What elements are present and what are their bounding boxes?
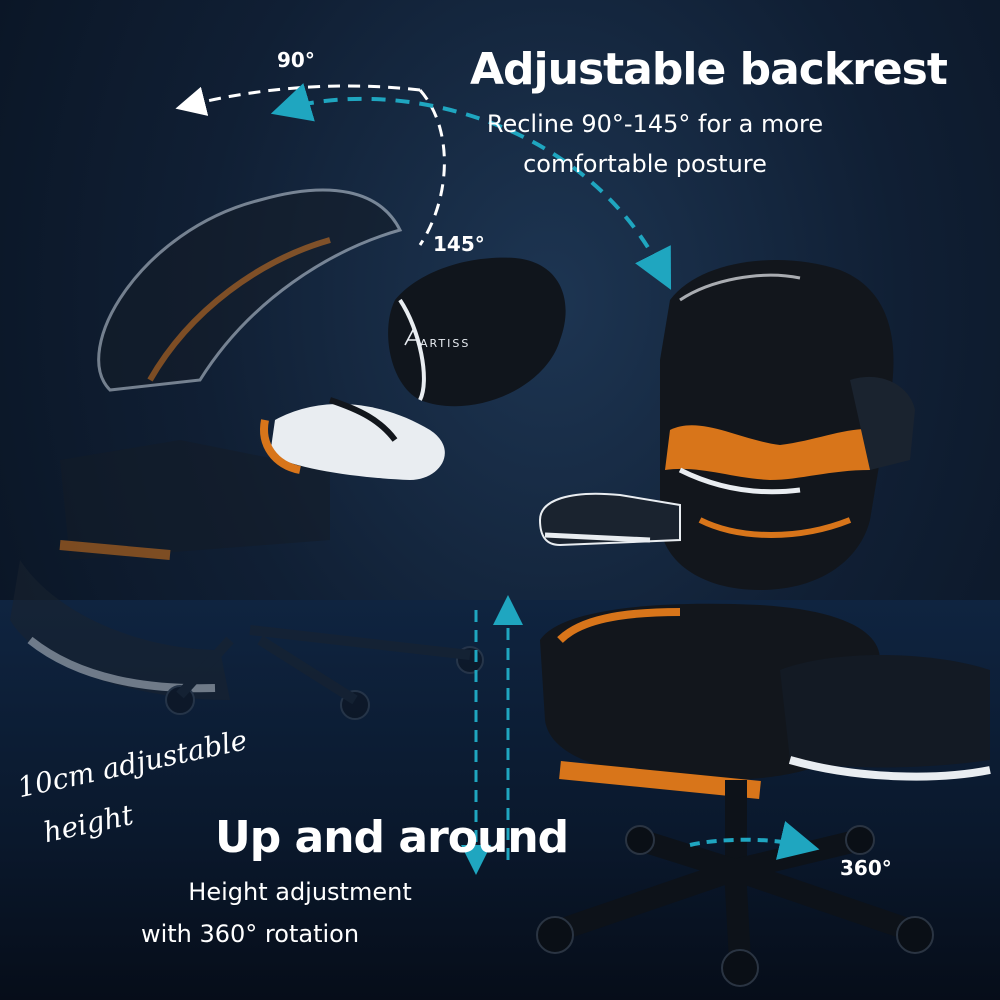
brand-logo-text: ARTISS [420,337,471,350]
rotation-arrow [689,820,820,860]
backrest [260,257,566,480]
gaming-chair [536,260,991,987]
recline-end-angle: 145° [433,232,485,256]
height-description-line1: Height adjustment [188,878,412,906]
rotation-angle: 360° [840,856,892,880]
backrest-heading: Adjustable backrest [470,44,948,95]
recline-arc-white-2 [418,89,446,246]
reclined-chair-ghost [10,188,484,720]
brand-logo-mark [404,328,422,346]
height-heading: Up and around [215,812,569,863]
recline-start-angle: 90° [277,48,315,72]
height-description-line2: with 360° rotation [140,920,360,948]
backrest-description-line1: Recline 90°-145° for a more [486,110,824,138]
recline-arc-teal [299,96,672,290]
backrest-description-line2: comfortable posture [523,150,767,178]
